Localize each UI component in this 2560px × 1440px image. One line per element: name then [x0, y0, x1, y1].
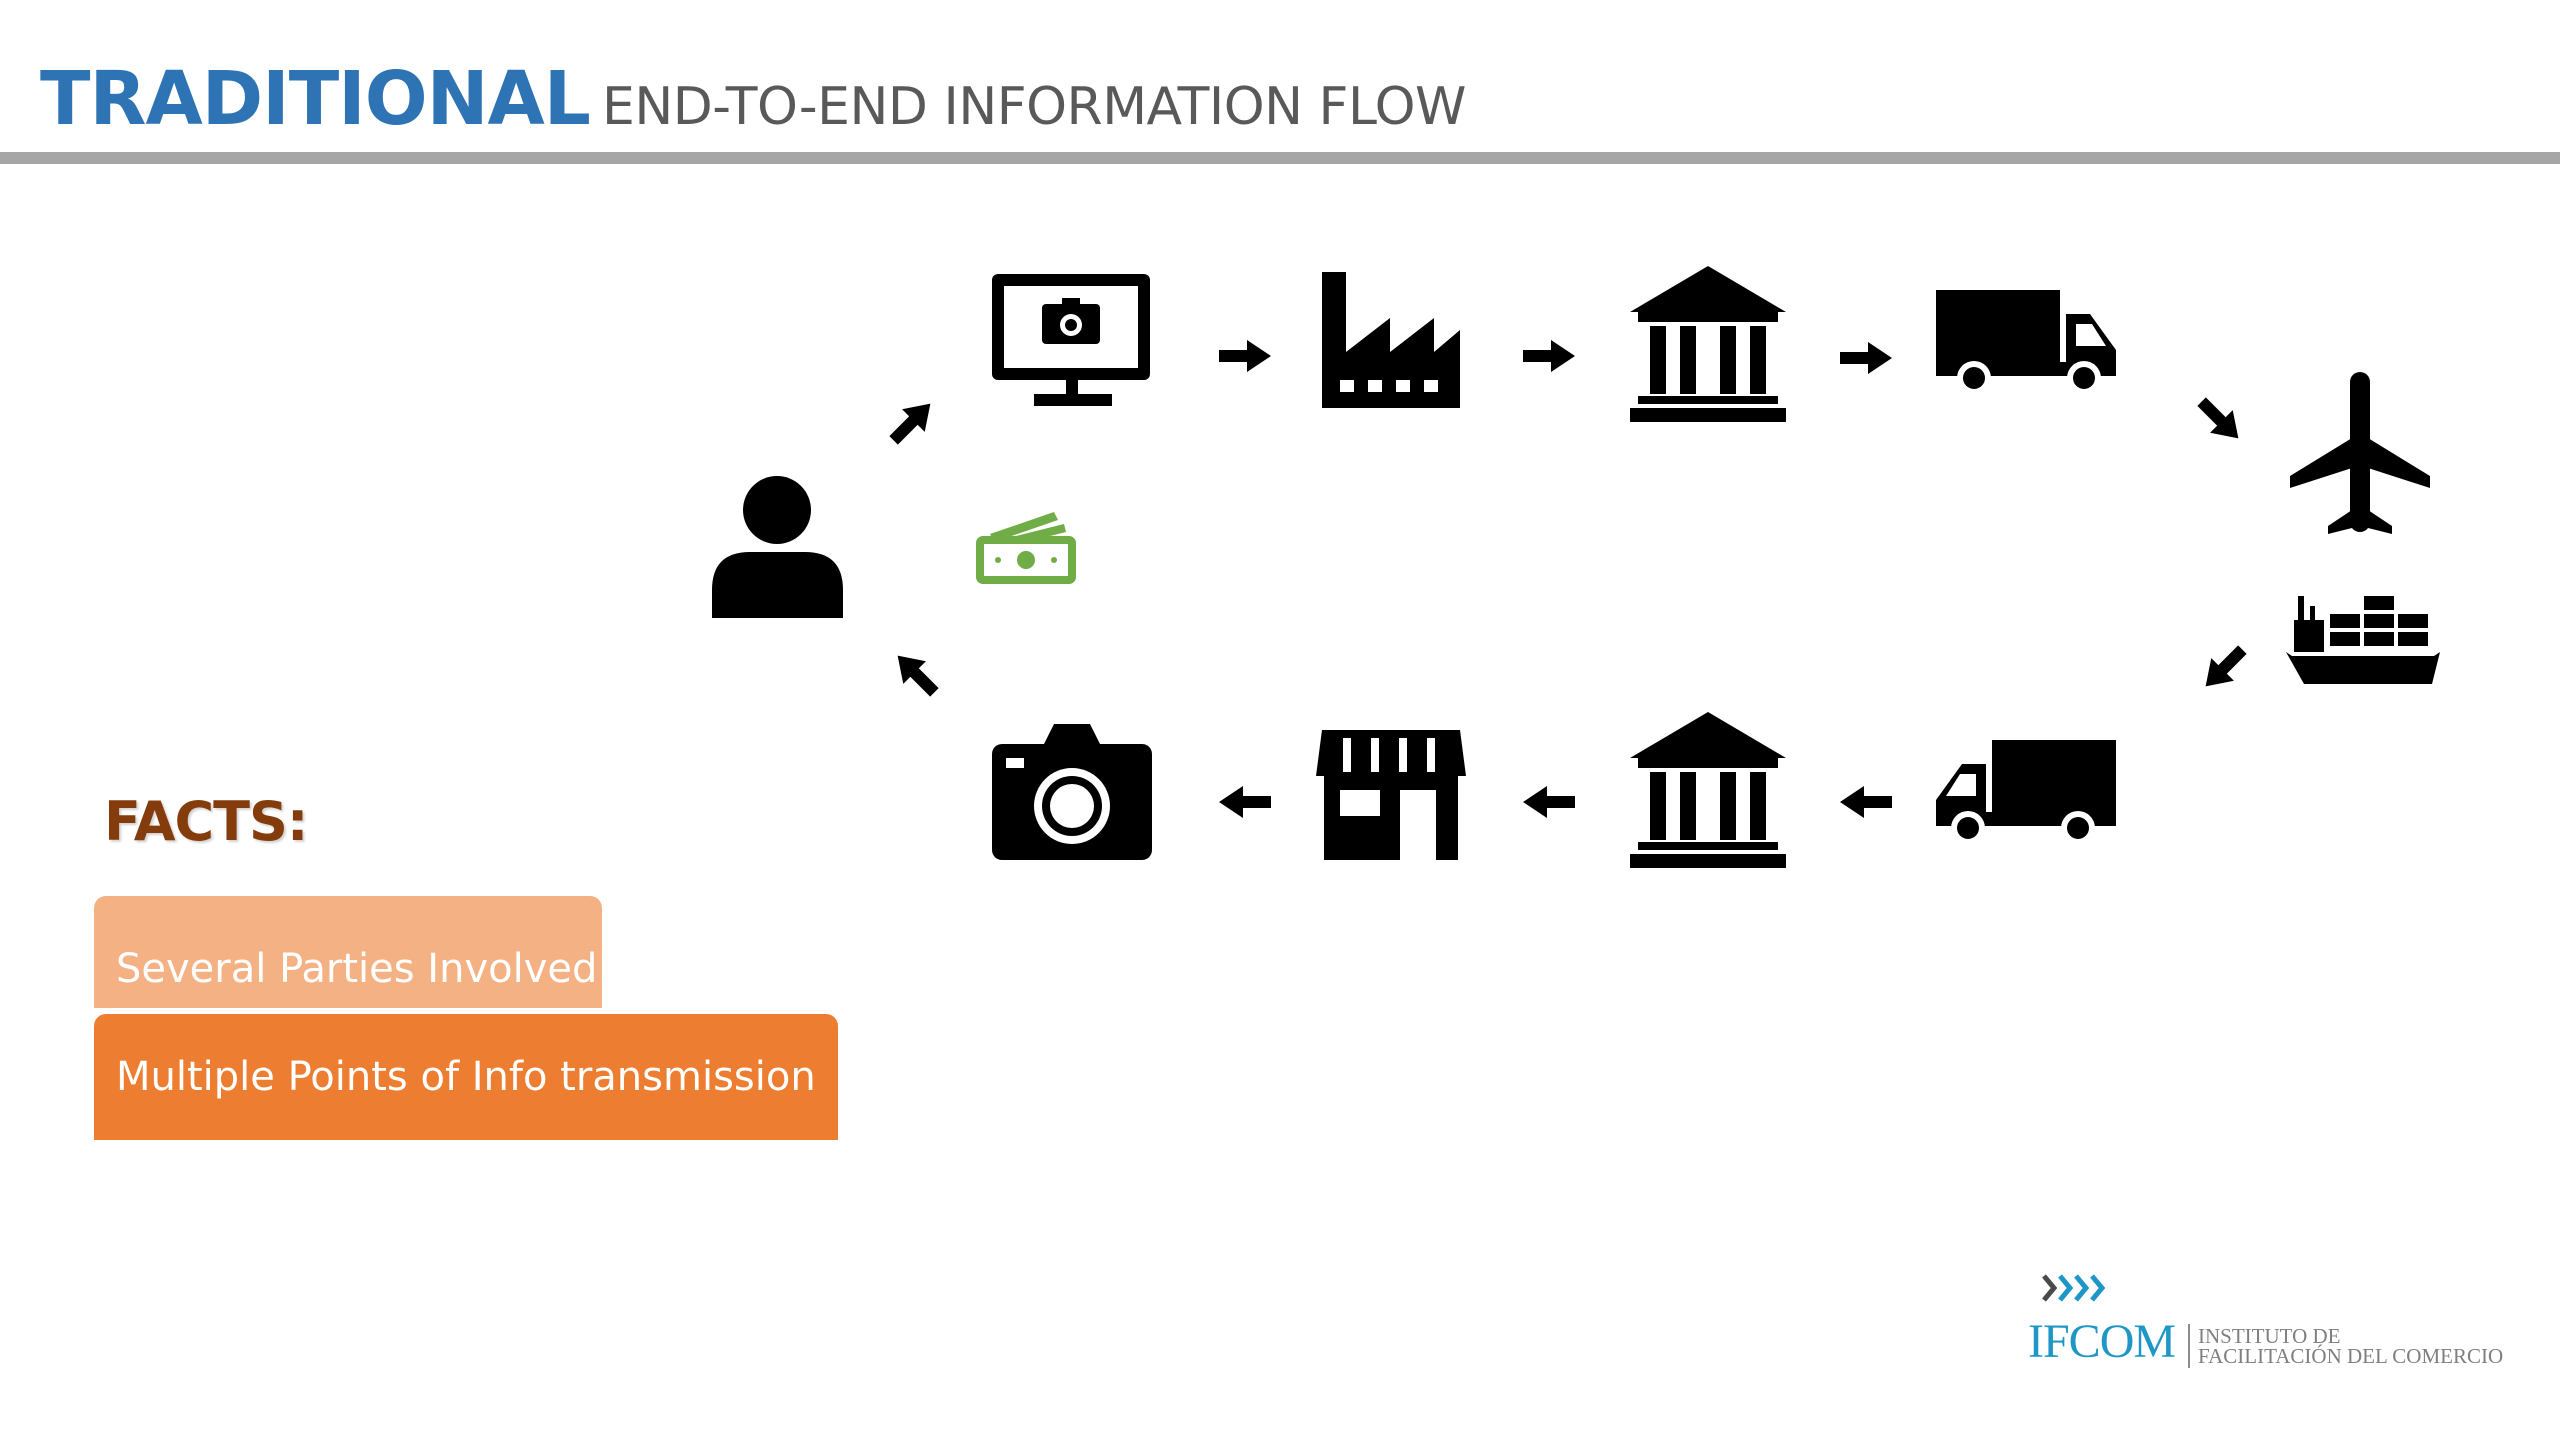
title-divider: [0, 152, 2560, 164]
logo-wordmark: IFCOM: [2028, 1315, 2176, 1368]
arrow-icon: [2194, 638, 2254, 698]
arrow-icon: [1840, 786, 1892, 818]
money-icon: [976, 512, 1076, 584]
truck-icon: [1936, 740, 2116, 845]
person-icon: [712, 476, 843, 618]
logo-line-2: FACILITACIÓN DEL COMERCIO: [2198, 1344, 2504, 1368]
title-main: TRADITIONAL: [40, 56, 591, 142]
arrow-icon: [1219, 786, 1271, 818]
factory-icon: [1322, 272, 1460, 408]
arrow-icon: [886, 644, 946, 704]
fact-several-parties: Several Parties Involved: [94, 896, 602, 1008]
arrow-icon: [882, 392, 942, 452]
monitor-camera-icon: [992, 274, 1150, 406]
camera-icon: [992, 724, 1152, 860]
ship-icon: [2286, 596, 2440, 684]
ifcom-logo: IFCOM INSTITUTO DE FACILITACIÓN DEL COME…: [2024, 1268, 2524, 1378]
store-icon: [1316, 730, 1466, 860]
arrow-icon: [1219, 340, 1271, 372]
bank-icon: [1630, 266, 1786, 422]
arrow-icon: [1523, 340, 1575, 372]
arrow-icon: [1840, 342, 1892, 374]
fact-multiple-points: Multiple Points of Info transmission: [94, 1014, 838, 1140]
chevrons-icon: [2042, 1274, 2106, 1302]
logo-line-1: INSTITUTO DE: [2198, 1324, 2341, 1348]
truck-icon: [1936, 290, 2116, 395]
title-sub: END-TO-END INFORMATION FLOW: [601, 77, 1466, 137]
bank-icon: [1630, 712, 1786, 868]
arrow-icon: [2190, 390, 2250, 450]
logo-divider: [2188, 1324, 2190, 1368]
airplane-icon: [2290, 372, 2430, 534]
facts-heading: FACTS:: [104, 790, 308, 853]
arrow-icon: [1523, 786, 1575, 818]
